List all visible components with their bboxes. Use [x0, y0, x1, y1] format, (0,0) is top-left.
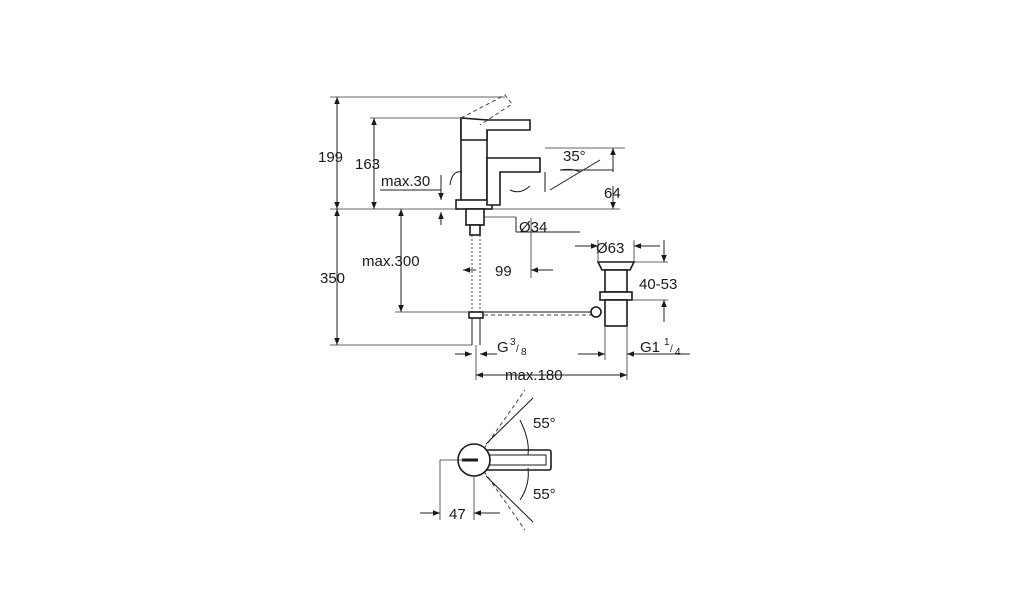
svg-text:G1: G1: [640, 339, 660, 356]
faucet-side-view: [330, 94, 620, 210]
angle-arc-top: [519, 419, 529, 456]
hose-nut: [468, 311, 484, 319]
drain-body-lower: [604, 299, 628, 327]
lever-raised-outline: [460, 94, 513, 126]
label-dia63: Ø63: [596, 240, 624, 257]
svg-text:4: 4: [675, 347, 681, 358]
label-55deg-bottom: 55°: [533, 486, 556, 503]
label-g1-1-4: G1 1 / 4: [640, 337, 681, 358]
lever-handle: [460, 117, 531, 141]
label-max180: max.180: [505, 367, 563, 384]
label-47: 47: [449, 506, 466, 523]
label-199: 199: [318, 149, 343, 166]
drain-body-upper: [604, 269, 628, 293]
popup-pivot: [590, 306, 602, 318]
label-g-3-8: G 3 / 8: [497, 337, 527, 358]
drain-nut: [599, 291, 633, 301]
drain-assembly: [590, 261, 636, 327]
label-99: 99: [495, 263, 512, 280]
svg-text:G: G: [497, 339, 509, 356]
dimension-lines: [330, 96, 690, 380]
label-40-53: 40-53: [639, 276, 677, 293]
svg-text:8: 8: [521, 347, 527, 358]
shank-and-hoses: [465, 208, 595, 345]
label-max30: max.30: [381, 173, 430, 190]
shank-nut: [469, 224, 481, 236]
label-dia34: Ø34: [519, 219, 547, 236]
side-detail: [449, 171, 463, 186]
label-55deg-top: 55°: [533, 415, 556, 432]
label-350: 350: [320, 270, 345, 287]
svg-text:1: 1: [664, 337, 670, 348]
shank: [465, 208, 485, 226]
label-max300: max.300: [362, 253, 420, 270]
faucet-top-view: [420, 389, 552, 531]
drain-flange: [596, 261, 636, 271]
spout: [486, 157, 541, 206]
angle-line-35: [549, 159, 601, 191]
label-35deg: 35°: [563, 148, 586, 165]
svg-text:3: 3: [510, 337, 516, 348]
angle-arc-bottom: [519, 467, 529, 501]
flow-arc: [509, 185, 531, 193]
svg-text:/: /: [670, 344, 673, 355]
label-64: 64: [604, 185, 621, 202]
svg-text:/: /: [516, 344, 519, 355]
label-163: 163: [355, 156, 380, 173]
dimension-labels: 199 163 max.30 35° 64 Ø34 max.300 350 99…: [318, 148, 681, 523]
